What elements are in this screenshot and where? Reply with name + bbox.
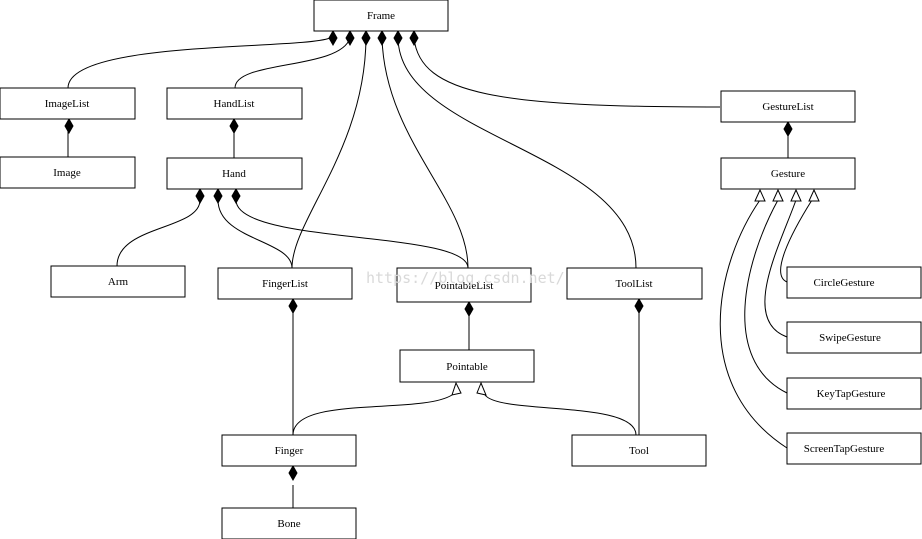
box-swipe-gesture: SwipeGesture [786, 321, 922, 354]
box-finger: Finger [221, 434, 357, 467]
box-hand-list: HandList [166, 87, 303, 120]
box-circle-gesture: CircleGesture [786, 266, 922, 299]
box-swipe-gesture-label: SwipeGesture [819, 332, 881, 344]
edge-frame-fingerlist [291, 37, 367, 269]
edge-hand-fingerlist [217, 199, 293, 269]
box-bone-label: Bone [277, 518, 300, 530]
edge-circle-gesture [780, 199, 813, 283]
diamond-frame-fingerlist [361, 29, 371, 47]
diamond-frame-imagelist [328, 29, 338, 47]
diamond-hand-arm [195, 187, 205, 205]
diamond-handlist-hand [229, 117, 239, 135]
watermark: https://blog.csdn.net/ [366, 269, 565, 287]
box-gesture-list-label: GestureList [762, 101, 813, 113]
box-tool-list-label: ToolList [615, 278, 652, 290]
box-tool-list: ToolList [566, 267, 703, 300]
diamond-imagelist-image [64, 117, 74, 135]
edge-tool-pointable [484, 394, 637, 436]
box-tool: Tool [571, 434, 707, 467]
edge-screentap-gesture [719, 199, 788, 449]
edge-frame-pointablelist [381, 37, 469, 269]
box-tool-label: Tool [629, 445, 649, 457]
diamond-finger-bone [288, 464, 298, 482]
diamond-hand-fingerlist [213, 187, 223, 205]
edge-frame-gesturelist [413, 37, 721, 108]
box-screen-tap-gesture: ScreenTapGesture [786, 432, 922, 465]
box-frame-label: Frame [367, 10, 395, 22]
diamond-hand-pointablelist [231, 187, 241, 205]
box-pointable-list: PointableList [396, 267, 532, 303]
box-gesture-list: GestureList [720, 90, 856, 123]
triangle-screentap-gesture [754, 188, 766, 202]
box-pointable-list-label: PointableList [435, 280, 494, 292]
triangle-swipe-gesture [790, 188, 802, 202]
box-gesture-label: Gesture [771, 168, 805, 180]
box-image-label: Image [53, 167, 81, 179]
box-key-tap-gesture: KeyTapGesture [786, 377, 922, 410]
edge-frame-imagelist [67, 37, 331, 89]
diamond-frame-handlist [345, 29, 355, 47]
box-finger-list: FingerList [217, 267, 353, 300]
edge-frame-toollist [397, 37, 637, 269]
triangle-keytap-gesture [772, 188, 784, 202]
box-finger-label: Finger [275, 445, 304, 457]
box-image-list-label: ImageList [45, 98, 90, 110]
edge-hand-pointablelist [235, 199, 469, 269]
box-hand-label: Hand [222, 168, 246, 180]
edge-keytap-gesture [744, 199, 788, 394]
box-circle-gesture-label: CircleGesture [813, 277, 874, 289]
box-arm: Arm [50, 265, 186, 298]
edge-finger-pointable [292, 394, 453, 436]
diamond-fingerlist-finger [288, 297, 298, 315]
box-screen-tap-gesture-label: ScreenTapGesture [804, 443, 885, 455]
diamond-frame-pointablelist [377, 29, 387, 47]
box-pointable: Pointable [399, 349, 535, 383]
edge-frame-handlist [234, 37, 351, 89]
box-finger-list-label: FingerList [262, 278, 308, 290]
triangle-finger-pointable [451, 381, 462, 396]
box-frame: Frame [313, 0, 449, 32]
triangle-circle-gesture [808, 188, 820, 202]
edge-hand-arm [116, 199, 201, 267]
diamond-frame-toollist [393, 29, 403, 47]
box-gesture: Gesture [720, 157, 856, 190]
triangle-tool-pointable [476, 381, 487, 396]
box-arm-label: Arm [108, 276, 129, 288]
box-bone: Bone [221, 507, 357, 539]
box-hand: Hand [166, 157, 303, 190]
box-image: Image [0, 156, 136, 189]
diamond-frame-gesturelist [409, 29, 419, 47]
box-image-list: ImageList [0, 87, 136, 120]
box-pointable-label: Pointable [446, 361, 488, 373]
diamond-toollist-tool [634, 297, 644, 315]
diamond-gesturelist-gesture [783, 120, 793, 138]
diamond-pointablelist-pointable [464, 300, 474, 318]
box-hand-list-label: HandList [214, 98, 255, 110]
edge-swipe-gesture [764, 199, 797, 338]
box-key-tap-gesture-label: KeyTapGesture [817, 388, 886, 400]
